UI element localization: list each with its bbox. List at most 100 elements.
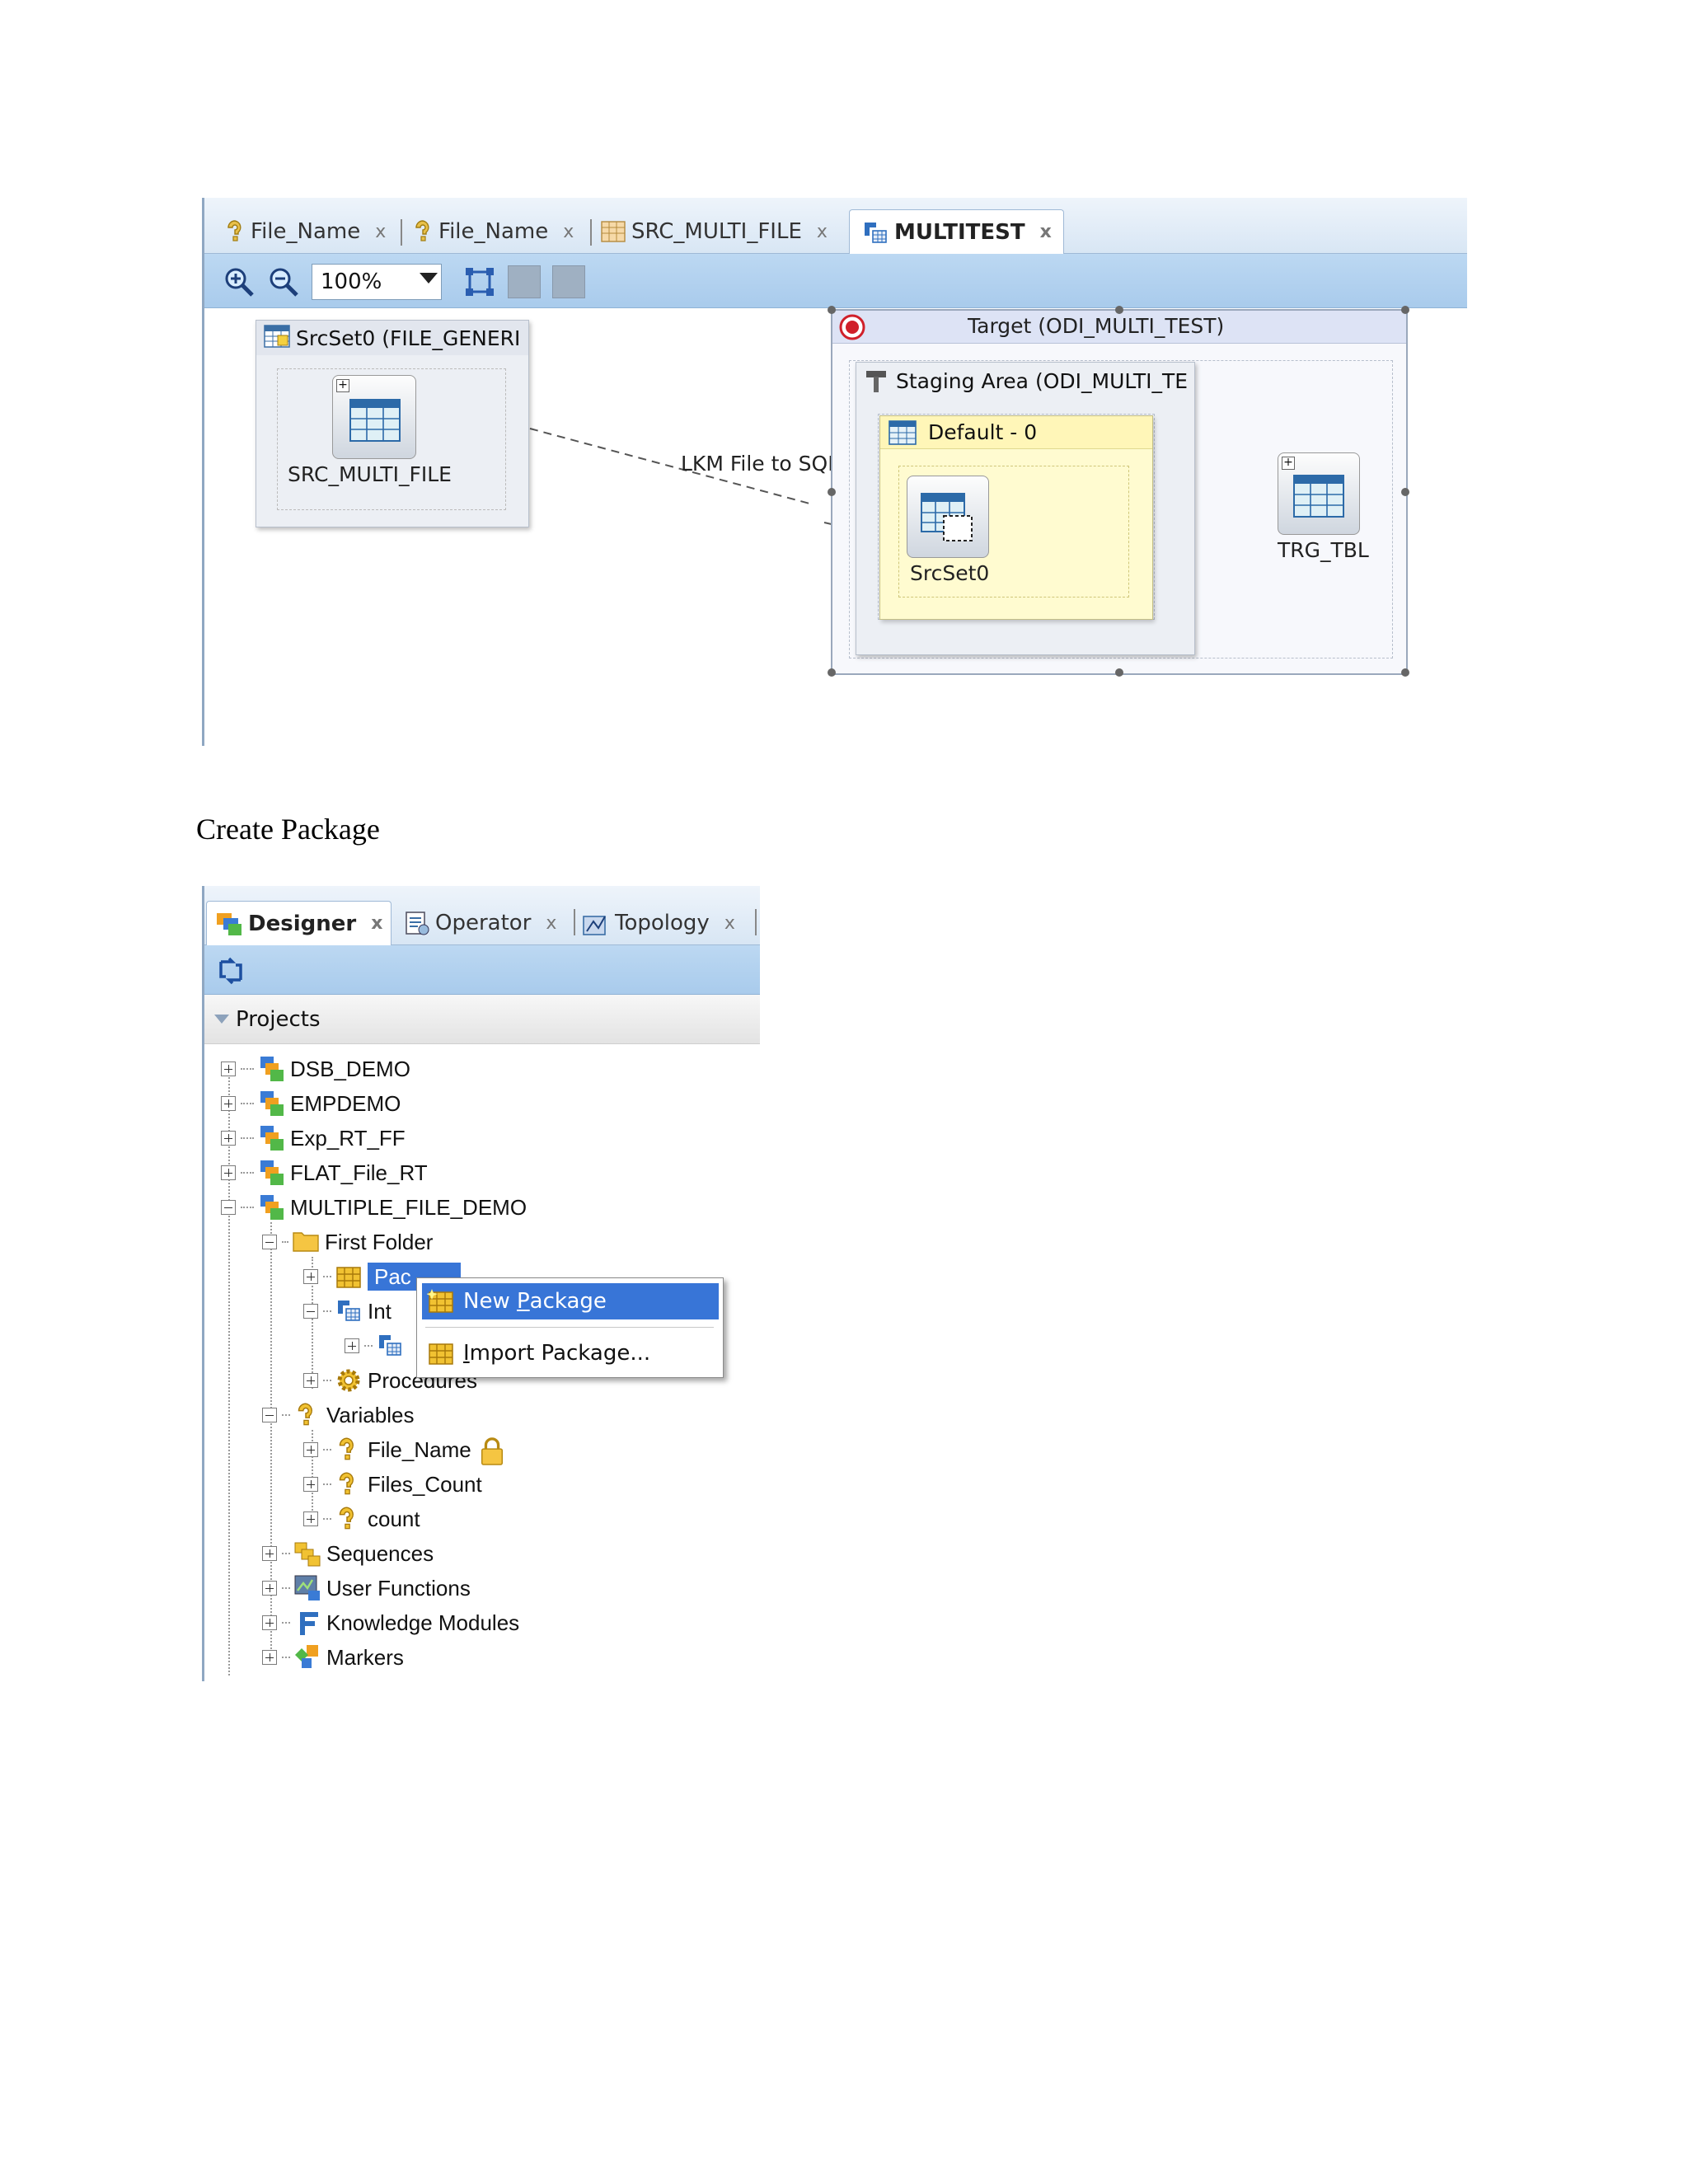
default-execution-group[interactable]: Default - 0 SrcSet0 (879, 415, 1153, 620)
resize-handle[interactable] (828, 668, 836, 677)
close-icon[interactable]: x (546, 912, 557, 934)
expand-icon[interactable] (221, 1165, 236, 1180)
zoom-out-icon[interactable] (267, 265, 300, 298)
tree-packages[interactable]: Pac (303, 1260, 461, 1293)
tab-label: Topology (615, 911, 710, 935)
projects-section-header[interactable]: Projects (204, 995, 760, 1044)
expand-icon[interactable] (221, 1096, 236, 1111)
tree-guide-line (312, 1257, 313, 1389)
fit-to-window-icon[interactable] (463, 265, 496, 298)
tree-project-flat-file-rt[interactable]: FLAT_File_RT (221, 1156, 428, 1189)
variable-icon (412, 218, 434, 245)
close-icon[interactable]: x (724, 912, 735, 934)
expand-icon[interactable] (303, 1477, 318, 1492)
tab-operator[interactable]: Operator x (404, 901, 556, 945)
staging-area-box[interactable]: Staging Area (ODI_MULTI_TE Default - 0 S… (856, 362, 1195, 655)
target-box[interactable]: Target (ODI_MULTI_TEST) Staging Area (OD… (828, 306, 1409, 677)
tree-project-dsb-demo[interactable]: DSB_DEMO (221, 1052, 410, 1085)
tree-variables[interactable]: Variables (262, 1399, 414, 1432)
expand-icon[interactable] (221, 1131, 236, 1146)
close-icon[interactable]: x (816, 221, 828, 242)
expand-icon[interactable] (262, 1615, 277, 1630)
zoom-in-icon[interactable] (223, 265, 256, 298)
tab-file-name-1[interactable]: File_Name x (224, 209, 386, 254)
expand-icon[interactable] (303, 1373, 318, 1388)
resize-handle[interactable] (1115, 668, 1123, 677)
source-set-icon (263, 324, 291, 352)
markers-icon (293, 1643, 321, 1671)
arrange-icon[interactable] (552, 265, 585, 298)
interface-editor-screenshot: File_Name x File_Name x SRC_MULTI_FILE x… (202, 198, 1467, 746)
zoom-select[interactable]: 100% (312, 264, 442, 300)
tree-markers[interactable]: Markers (262, 1641, 404, 1674)
tab-label: Designer (248, 911, 357, 936)
variable-icon (335, 1470, 363, 1498)
expand-icon[interactable] (345, 1338, 359, 1353)
diagram-canvas[interactable]: SrcSet0 (FILE_GENERI + SRC_MULTI_FILE LK… (204, 306, 1467, 746)
expand-icon[interactable]: + (336, 379, 349, 392)
tree-variable-file-name[interactable]: File_Name (303, 1433, 511, 1466)
trg-tbl-datastore[interactable]: + (1278, 452, 1360, 535)
lock-icon (478, 1436, 506, 1465)
chevron-down-icon[interactable] (420, 273, 438, 284)
resize-handle[interactable] (828, 306, 836, 314)
table-icon (1293, 475, 1344, 518)
close-icon[interactable]: x (1039, 222, 1052, 242)
tab-multitest[interactable]: MULTITEST x (849, 209, 1064, 254)
tree-project-empdemo[interactable]: EMPDEMO (221, 1087, 401, 1120)
navigator-tab-bar: Designer x Operator x Topology x (204, 886, 760, 945)
source-set-box[interactable]: SrcSet0 (FILE_GENERI + SRC_MULTI_FILE (256, 320, 529, 527)
tab-src-multi-file[interactable]: SRC_MULTI_FILE x (600, 209, 828, 254)
editor-toolbar: 100% (204, 254, 1467, 308)
tree-variable-files-count[interactable]: Files_Count (303, 1468, 482, 1501)
expand-icon[interactable]: + (1282, 457, 1295, 470)
datastore-icon (600, 219, 626, 244)
tree-sequences[interactable]: Sequences (262, 1537, 434, 1570)
interface-icon (861, 219, 889, 246)
tree-interface-item[interactable] (345, 1329, 409, 1362)
collapse-icon[interactable] (221, 1200, 236, 1215)
collapse-icon[interactable] (262, 1408, 277, 1422)
tree-guide-line (270, 1222, 272, 1659)
resize-handle[interactable] (1401, 668, 1409, 677)
close-icon[interactable]: x (375, 221, 387, 242)
resize-handle[interactable] (1401, 488, 1409, 496)
expand-icon[interactable] (262, 1581, 277, 1596)
chevron-down-icon[interactable] (214, 1015, 229, 1024)
expand-icon[interactable] (262, 1546, 277, 1561)
sequence-icon (293, 1540, 321, 1568)
expand-icon[interactable] (221, 1062, 236, 1076)
expand-icon[interactable] (303, 1442, 318, 1457)
close-icon[interactable]: x (371, 913, 383, 934)
collapse-icon[interactable] (262, 1235, 277, 1249)
tab-topology[interactable]: Topology x (582, 901, 735, 945)
tree-knowledge-modules[interactable]: Knowledge Modules (262, 1606, 519, 1639)
tab-label: File_Name (438, 219, 549, 244)
tree-project-exp-rt-ff[interactable]: Exp_RT_FF (221, 1122, 406, 1155)
expand-icon[interactable] (303, 1269, 318, 1284)
resize-handle[interactable] (1115, 306, 1123, 314)
tab-file-name-2[interactable]: File_Name x (412, 209, 574, 254)
resize-handle[interactable] (1401, 306, 1409, 314)
lkm-link-label: LKM File to SQL (681, 452, 840, 476)
src-multi-file-datastore[interactable]: + (332, 375, 416, 459)
tree-project-multiple-file-demo[interactable]: MULTIPLE_FILE_DEMO (221, 1191, 527, 1224)
tree-first-folder[interactable]: First Folder (262, 1226, 433, 1258)
layout-icon[interactable] (508, 265, 541, 298)
staging-area-title: Staging Area (ODI_MULTI_TE (896, 368, 1189, 393)
expand-icon[interactable] (262, 1650, 277, 1665)
expand-icon[interactable] (303, 1511, 318, 1526)
collapse-icon[interactable] (303, 1304, 318, 1319)
tree-interfaces[interactable]: Int (303, 1295, 392, 1328)
tab-designer[interactable]: Designer x (206, 901, 392, 945)
srcset0-node[interactable] (907, 476, 989, 558)
close-icon[interactable]: x (563, 221, 574, 242)
resize-handle[interactable] (828, 488, 836, 496)
tree-variable-count[interactable]: count (303, 1502, 420, 1535)
tree-user-functions[interactable]: User Functions (262, 1572, 471, 1605)
hammer-icon (866, 371, 886, 392)
refresh-icon[interactable] (214, 955, 247, 987)
